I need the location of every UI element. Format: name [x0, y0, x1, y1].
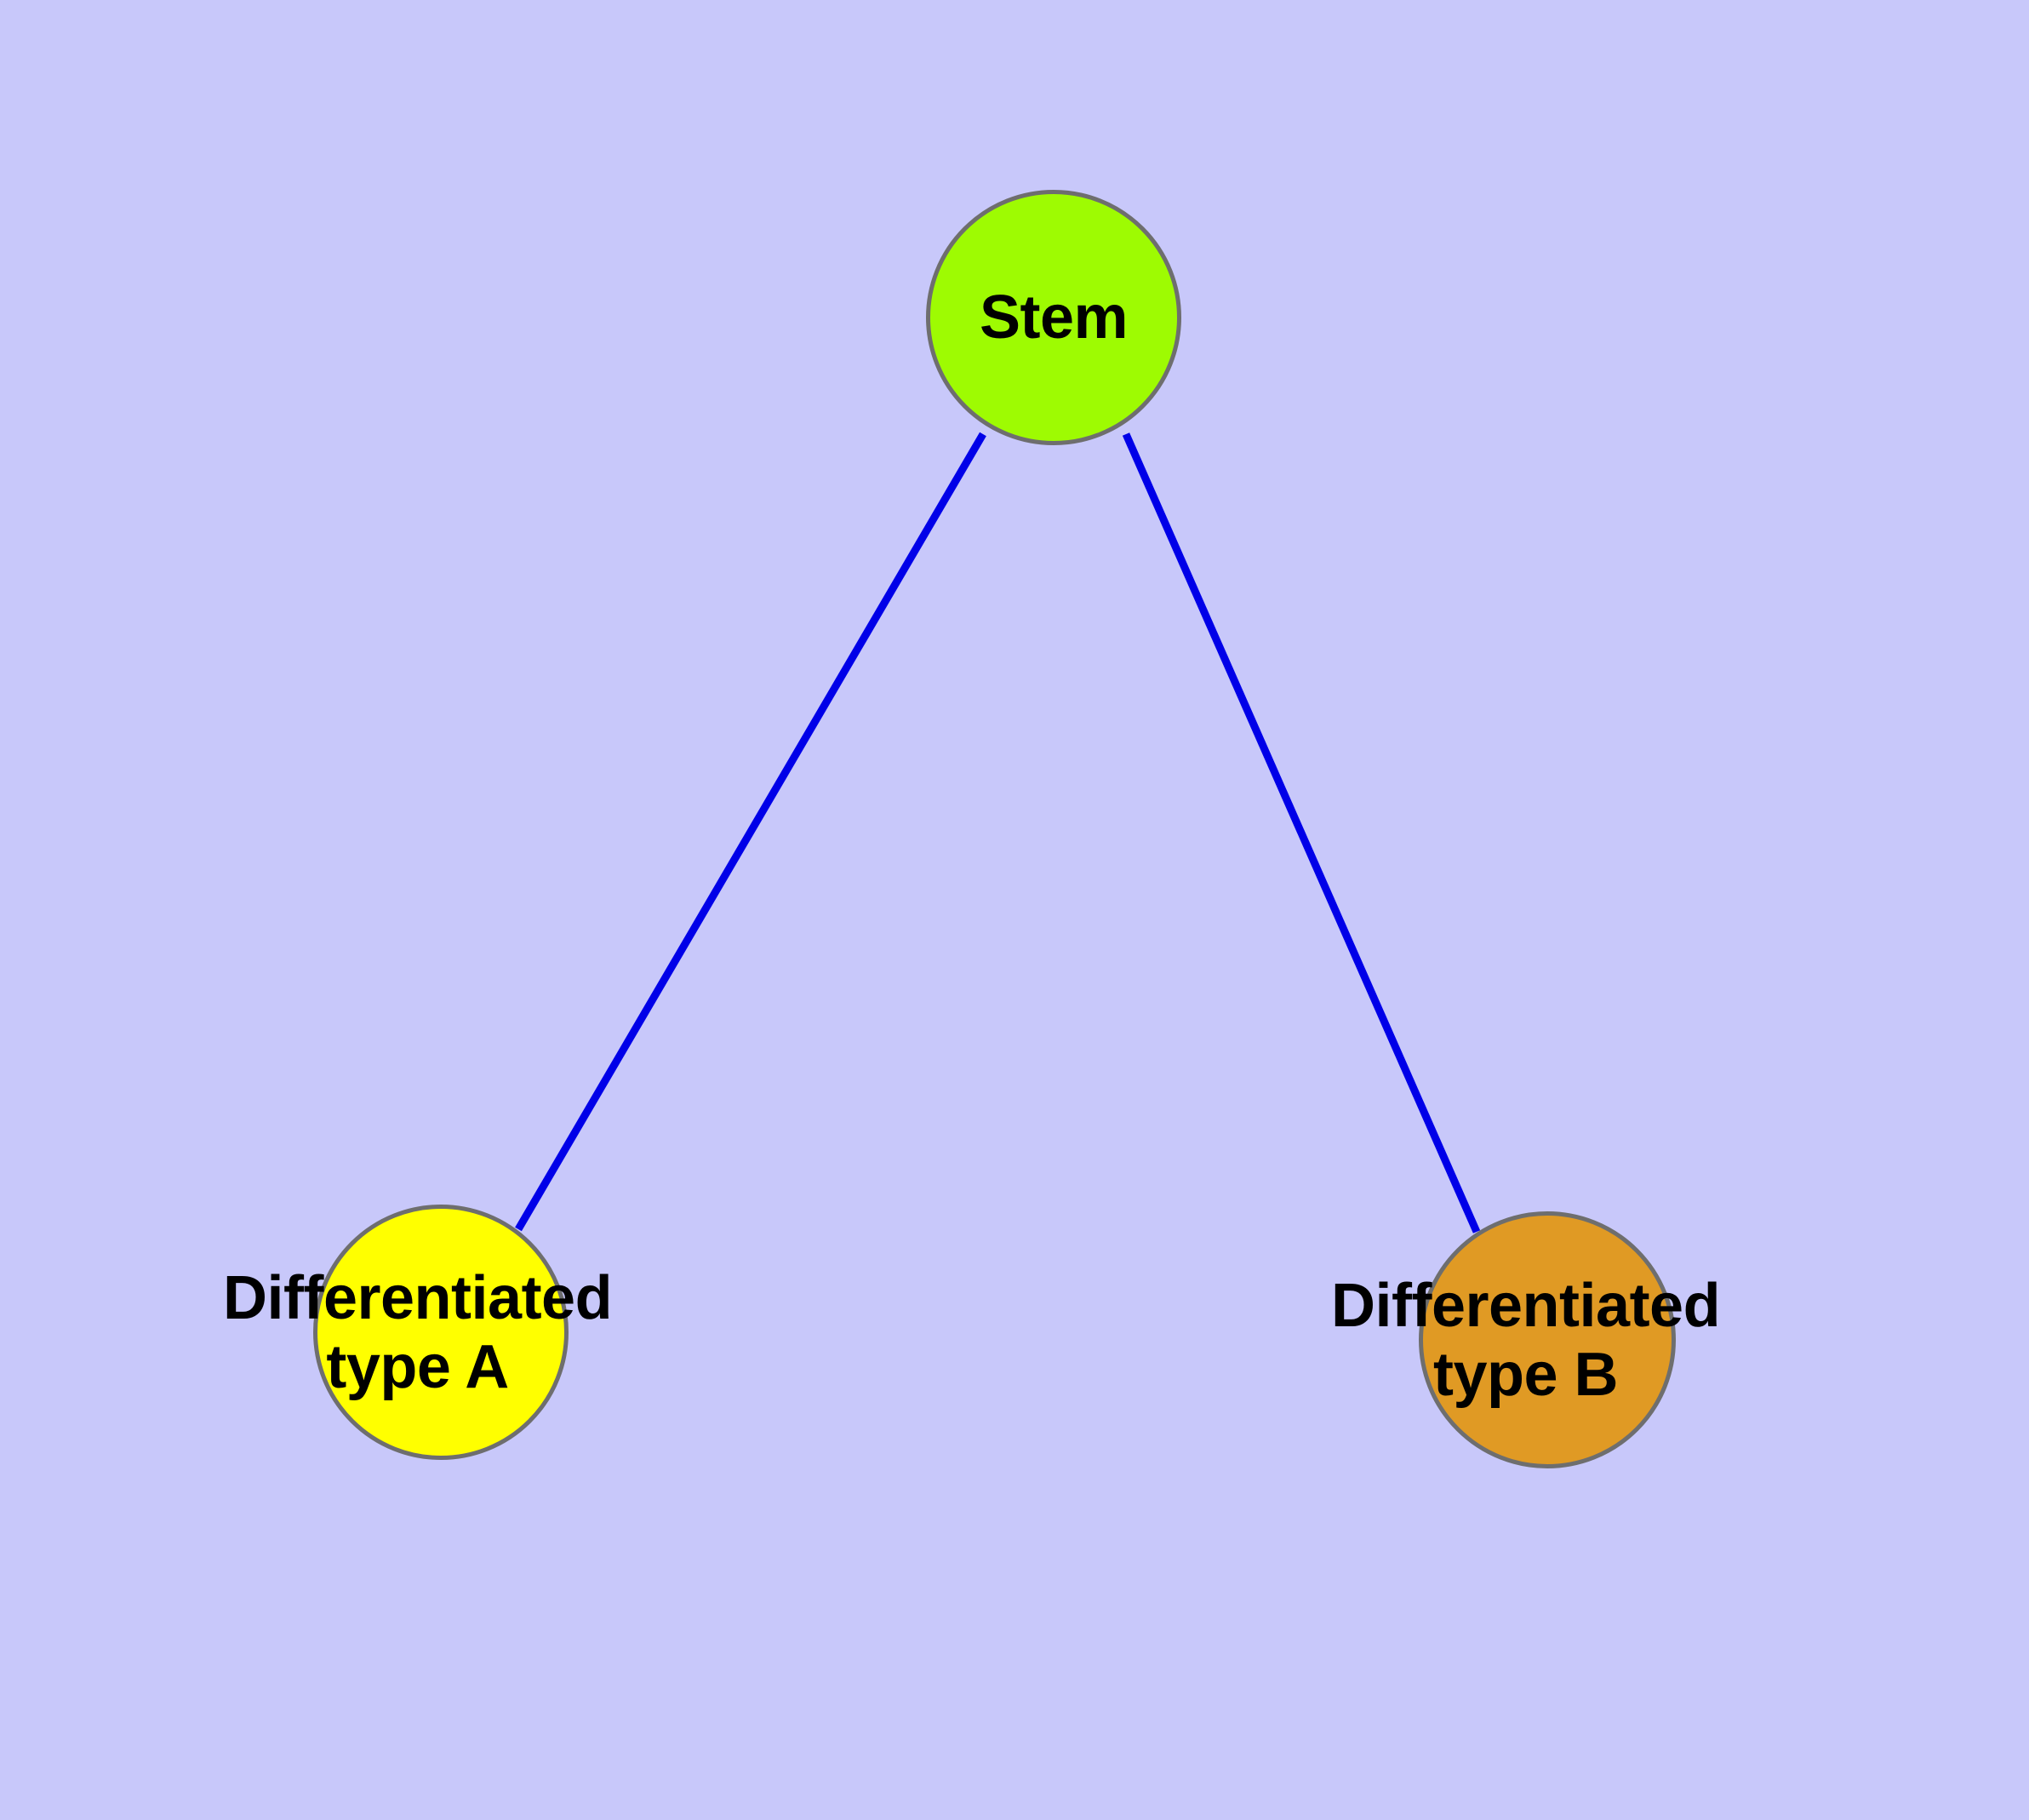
edges-group — [515, 432, 1481, 1233]
node-stem[interactable] — [926, 190, 1181, 445]
node-diff_a[interactable] — [313, 1205, 569, 1460]
edge-stem-to-diff-b[interactable] — [1122, 432, 1481, 1233]
edge-stem-to-diff-a[interactable] — [515, 432, 986, 1232]
node-diff_b[interactable] — [1419, 1211, 1676, 1468]
